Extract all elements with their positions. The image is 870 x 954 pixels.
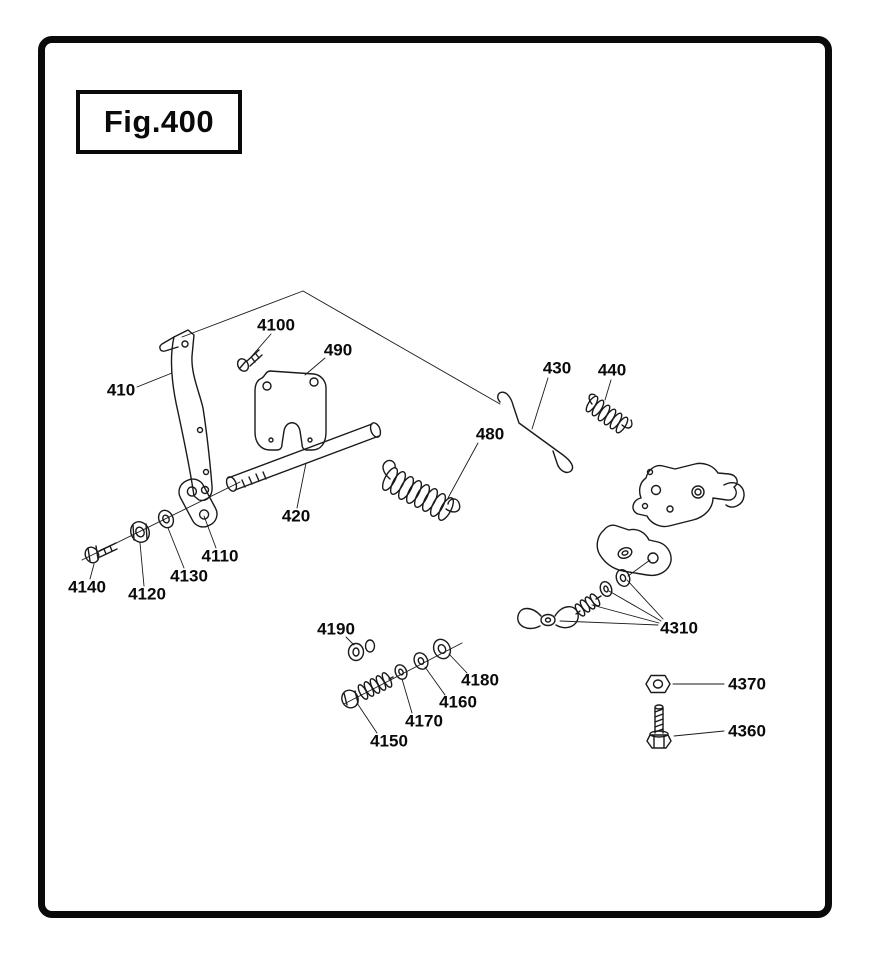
part-label-4150: 4150 <box>370 731 408 750</box>
part-label-4160: 4160 <box>439 692 477 711</box>
wing-nut-drawing <box>517 606 579 630</box>
part-label-4110: 4110 <box>202 546 239 565</box>
washer-4160-drawing <box>413 652 429 670</box>
part-label-440: 440 <box>598 360 626 379</box>
washer-4130-drawing <box>157 509 175 529</box>
spring-480-drawing <box>381 459 461 521</box>
part-label-4100: 4100 <box>257 315 295 334</box>
part-label-410: 410 <box>107 380 135 399</box>
rod-420-drawing <box>225 422 382 492</box>
part-label-480: 480 <box>476 424 504 443</box>
part-label-4370: 4370 <box>728 674 766 693</box>
diagram-frame <box>38 36 832 918</box>
part-label-4120: 4120 <box>128 584 166 603</box>
part-label-4130: 4130 <box>170 566 208 585</box>
part-label-420: 420 <box>282 506 310 525</box>
bolt-4140-drawing <box>84 542 118 564</box>
bracket-4310-drawing <box>596 462 745 577</box>
small-spring-drawing <box>574 593 602 617</box>
small-washers-drawing <box>599 569 631 597</box>
part-label-4190: 4190 <box>317 619 355 638</box>
figure-title: Fig.400 <box>103 104 215 139</box>
part-label-4360: 4360 <box>728 721 766 740</box>
bracket-490-drawing <box>254 370 327 451</box>
part-label-4140: 4140 <box>68 577 106 596</box>
nut-4370-drawing <box>645 674 671 694</box>
washer-4170-drawing <box>394 664 408 680</box>
washer-4180-drawing <box>432 638 452 660</box>
part-label-490: 490 <box>324 340 352 359</box>
leader-lines <box>89 333 725 737</box>
bracket-410-drawing <box>159 329 213 502</box>
part-label-430: 430 <box>543 358 571 377</box>
part-label-4310: 4310 <box>660 618 698 637</box>
screw-4100-drawing <box>236 349 263 372</box>
nut-4120-drawing <box>130 521 150 543</box>
figure-label-box: Fig.400 <box>76 90 242 154</box>
bolt-4360-drawing <box>646 704 672 749</box>
part-labels: 410 4100 490 420 480 430 440 4110 4120 4… <box>68 315 766 750</box>
part-label-4180: 4180 <box>461 670 499 689</box>
plate-4110-drawing <box>178 478 218 528</box>
spring-440-drawing <box>585 393 633 434</box>
screw-4190-drawing <box>347 639 376 662</box>
part-label-4170: 4170 <box>405 711 443 730</box>
bolt-4150-drawing <box>341 672 394 709</box>
wire-rod-430-drawing <box>497 391 574 474</box>
